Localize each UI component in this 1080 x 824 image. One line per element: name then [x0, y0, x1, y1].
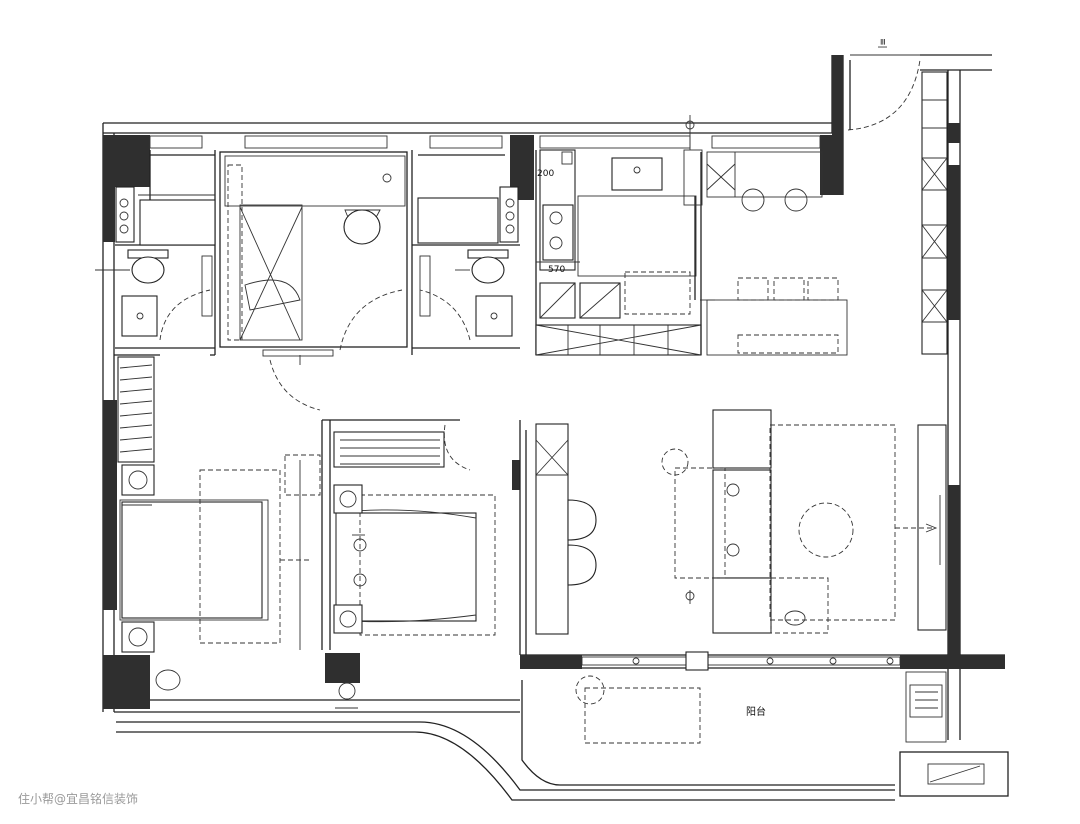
- right-wardrobe: ≡|: [850, 38, 956, 355]
- bathroom-left: [115, 150, 216, 355]
- master-bedroom: [119, 359, 321, 691]
- dim-570: 570: [548, 265, 565, 275]
- balcony-doors: 阳台: [575, 651, 947, 744]
- master-bath: [219, 151, 408, 357]
- second-bedroom: [321, 419, 496, 709]
- dining-bar: [706, 59, 921, 356]
- living-room: [519, 409, 947, 655]
- balcony-label: 阳台: [746, 705, 766, 718]
- dim-200: 200: [537, 169, 554, 179]
- kitchen: 200 570: [535, 115, 703, 356]
- top-windows: [149, 135, 821, 149]
- north-marker: ≡|: [877, 38, 887, 49]
- interior-partitions: [95, 269, 715, 365]
- watermark: 住小帮@宜昌铭信装饰: [18, 792, 139, 806]
- bathroom-middle: [411, 150, 520, 355]
- left-wardrobe: [114, 354, 160, 463]
